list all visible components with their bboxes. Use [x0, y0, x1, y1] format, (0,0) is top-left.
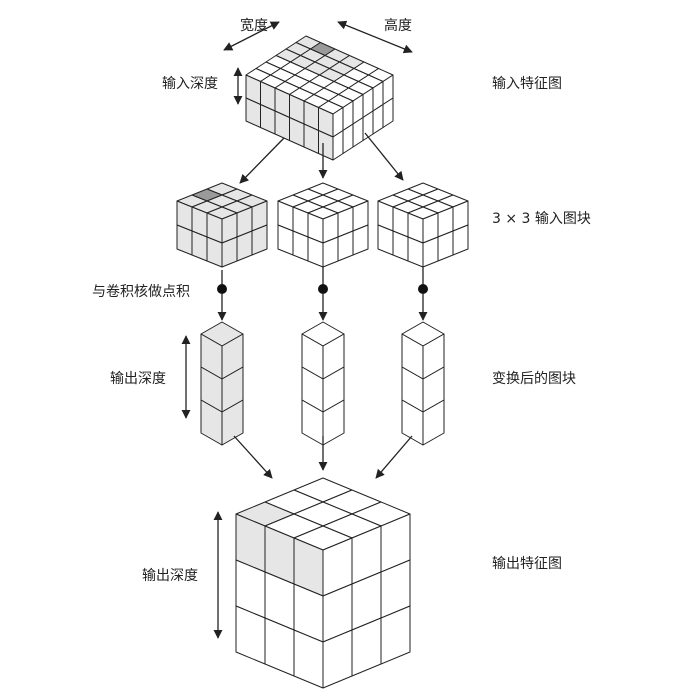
flow-arrow-1	[239, 137, 285, 184]
output-feature-map-label: 输出特征图	[492, 556, 562, 572]
input-depth-label: 输入深度	[162, 76, 218, 92]
width-label: 宽度	[240, 17, 268, 34]
transformed-patch-2	[301, 321, 345, 446]
input-patches-label: 3 × 3 输入图块	[492, 211, 591, 227]
input-feature-map	[245, 35, 394, 161]
input-patch-2	[277, 182, 369, 268]
dot-product-2	[318, 284, 328, 294]
transformed-patch-3	[401, 321, 445, 446]
output-depth-mid-label: 输出深度	[110, 371, 166, 387]
output-feature-map	[235, 477, 411, 689]
output-depth-bottom-label: 输出深度	[142, 568, 198, 584]
transformed-patch-1	[200, 321, 244, 446]
height-arrow	[337, 20, 413, 54]
right-cell	[322, 629, 353, 689]
to-output-arrow-1	[233, 435, 273, 479]
input-patch-1	[176, 182, 268, 268]
dot-with-kernel-label: 与卷积核做点积	[92, 284, 190, 300]
dot-product-1	[217, 284, 227, 294]
transformed-patches-label: 变换后的图块	[492, 370, 576, 387]
right-cell	[221, 236, 238, 268]
dot-product-3	[418, 284, 428, 294]
input-feature-map-label: 输入特征图	[492, 76, 562, 92]
right-cell	[221, 399, 244, 446]
height-label: 高度	[384, 17, 412, 34]
width-arrow	[223, 21, 280, 51]
right-cell	[332, 130, 344, 161]
to-output-arrow-3	[375, 435, 413, 479]
flow-arrow-3	[364, 132, 404, 181]
input-patch-3	[377, 182, 469, 268]
right-cell	[422, 399, 445, 446]
